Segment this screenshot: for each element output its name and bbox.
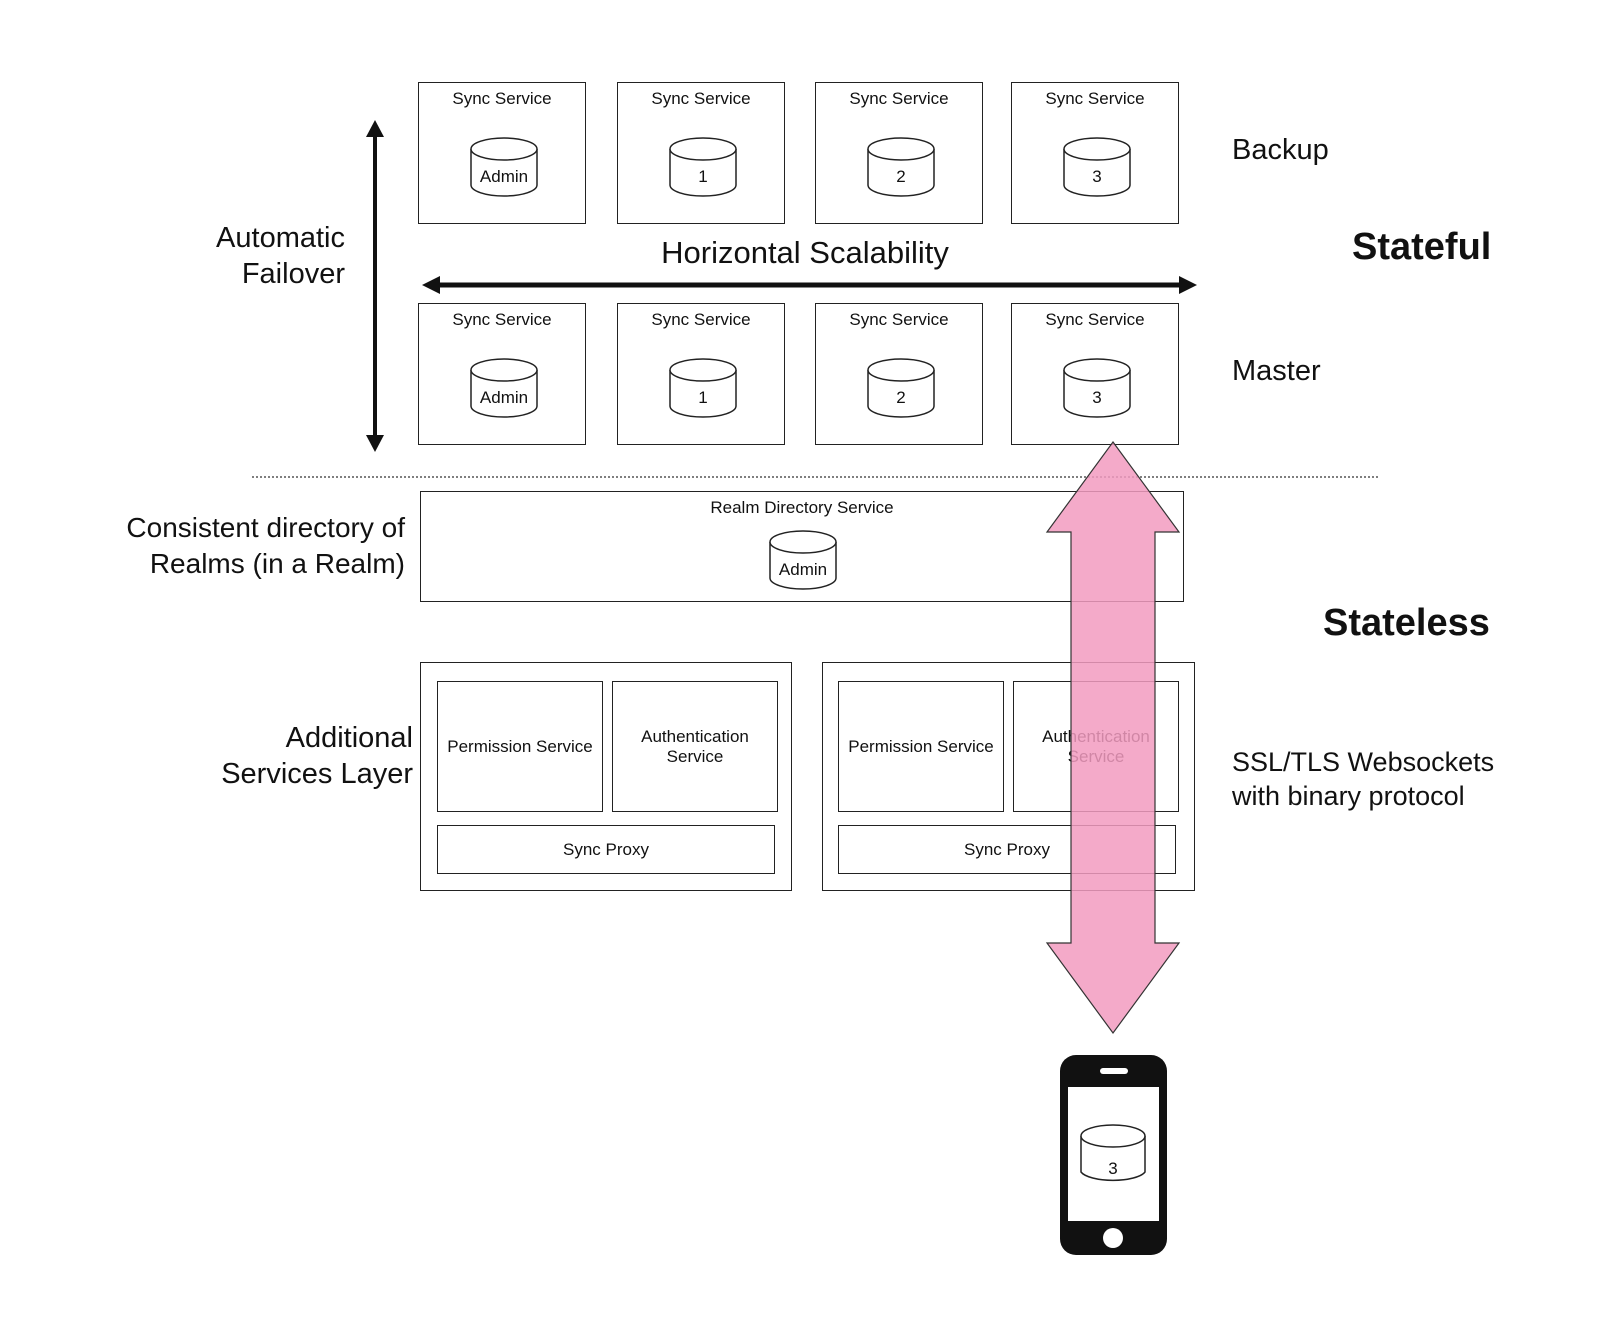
permission-service: Permission Service [437,681,603,812]
sync-service-title: Sync Service [651,310,751,329]
additional-services-line2: Services Layer [221,758,413,790]
database-icon: 2 [865,354,937,426]
database-label: 1 [698,388,708,407]
permission-service: Permission Service [838,681,1004,812]
consistent-directory-line1: Consistent directory of [126,512,405,543]
database-icon: Admin [468,133,540,205]
sync-proxy-label: Sync Proxy [563,839,649,859]
failover-arrow-icon [366,120,384,452]
database-icon: 1 [667,133,739,205]
additional-services-label: Additional Services Layer [180,720,413,792]
database-icon: 3 [1061,133,1133,205]
master-sync-service-3: Sync Service 3 [1011,303,1179,445]
database-icon: Admin [767,526,839,598]
auth-line1: Authentication [1042,726,1150,746]
phone-database-label: 3 [1108,1159,1117,1178]
database-label: 3 [1092,388,1102,407]
sync-proxy: Sync Proxy [838,825,1176,874]
backup-sync-service-admin: Sync Service Admin [418,82,586,224]
database-label: Admin [778,560,828,579]
master-sync-service-2: Sync Service 2 [815,303,983,445]
auth-line1: Authentication [641,726,749,746]
ssl-line1: SSL/TLS Websockets [1232,747,1495,777]
phone-icon: 3 [1060,1055,1167,1255]
ssl-tls-label: SSL/TLS Websockets with binary protocol [1232,745,1494,813]
sync-service-title: Sync Service [849,89,949,108]
permission-service-label: Permission Service [848,736,994,756]
database-label: Admin [479,167,529,186]
database-icon: 3 [1061,354,1133,426]
automatic-failover-label: Automatic Failover [195,220,345,292]
sync-service-title: Sync Service [849,310,949,329]
master-sync-service-admin: Sync Service Admin [418,303,586,445]
database-label: 3 [1092,167,1102,186]
ssl-line2: with binary protocol [1232,781,1465,811]
consistent-directory-label: Consistent directory of Realms (in a Rea… [80,510,405,582]
auth-line2: Service [1067,746,1125,766]
sync-service-title: Sync Service [1045,310,1145,329]
sync-proxy-label: Sync Proxy [964,839,1050,859]
sync-service-title: Sync Service [452,89,552,108]
database-icon: 1 [667,354,739,426]
database-icon: 2 [865,133,937,205]
database-label: 2 [896,167,906,186]
additional-services-line1: Additional [285,722,413,754]
sync-service-title: Sync Service [452,310,552,329]
sync-service-title: Sync Service [651,89,751,108]
backup-sync-service-2: Sync Service 2 [815,82,983,224]
master-sync-service-1: Sync Service 1 [617,303,785,445]
automatic-failover-line2: Failover [241,258,345,290]
database-label: 1 [698,167,708,186]
consistent-directory-line2: Realms (in a Realm) [149,548,405,579]
database-label: Admin [479,388,529,407]
permission-service-label: Permission Service [447,736,593,756]
sync-proxy: Sync Proxy [437,825,775,874]
database-label: 2 [896,388,906,407]
automatic-failover-line1: Automatic [216,222,345,254]
master-label: Master [1232,355,1321,387]
scalability-arrow-icon [422,276,1197,294]
horizontal-scalability-label: Horizontal Scalability [661,235,949,270]
database-icon: Admin [468,354,540,426]
realm-directory-title: Realm Directory Service [710,498,894,517]
auth-line2: Service [666,746,724,766]
realm-directory-service: Realm Directory Service Admin [420,491,1184,602]
backup-sync-service-1: Sync Service 1 [617,82,785,224]
sync-service-title: Sync Service [1045,89,1145,108]
stateful-label: Stateful [1352,226,1492,268]
stateless-label: Stateless [1323,602,1490,644]
backup-label: Backup [1232,134,1329,166]
backup-sync-service-3: Sync Service 3 [1011,82,1179,224]
